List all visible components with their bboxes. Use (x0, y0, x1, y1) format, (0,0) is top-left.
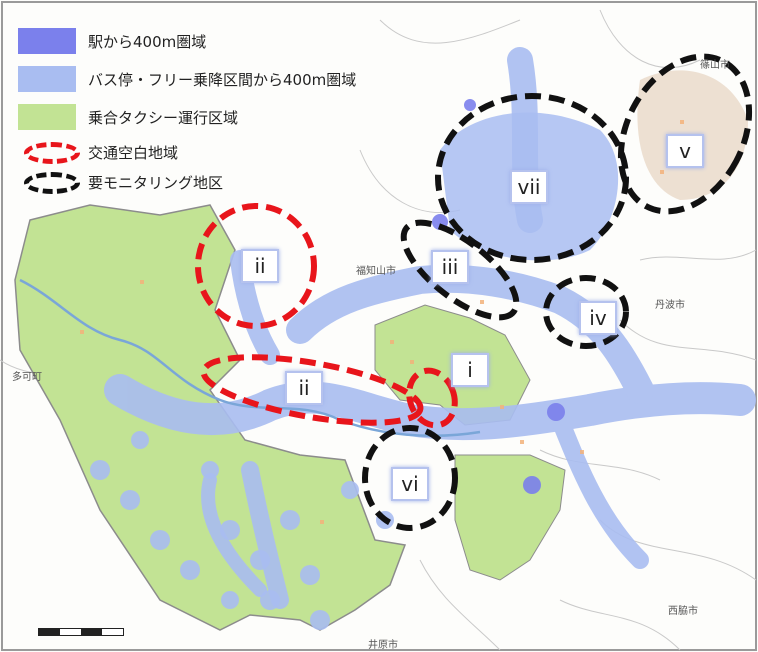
zone-label-iv: iv (579, 301, 617, 335)
legend-label: 要モニタリング地区 (88, 174, 224, 192)
place-label: 西脇市 (668, 606, 698, 617)
zone-label-ii-north: ii (241, 249, 279, 283)
scale-bar (38, 628, 124, 636)
legend-label: 交通空白地域 (88, 144, 179, 162)
place-label: 丹波市 (655, 300, 685, 311)
bus-stop-circles (90, 431, 394, 630)
zone-label-vii: vii (510, 170, 548, 204)
monitor-rings (362, 53, 753, 531)
place-label: 井原市 (368, 640, 398, 651)
zone-label-i: i (451, 353, 489, 387)
zone-label-iii: iii (431, 250, 469, 284)
zone-label-vi: vi (391, 467, 429, 501)
legend-item-monitor: 要モニタリング地区 (14, 168, 344, 198)
legend-item-bus: バス停・フリー乗降区間から400m圏域 (14, 62, 356, 100)
legend-label: 駅から400m圏域 (88, 33, 207, 51)
station-swatch (18, 28, 76, 54)
legend: 駅から400m圏域 バス停・フリー乗降区間から400m圏域 乗合タクシー運行区域… (14, 24, 356, 198)
zone-label-v: v (666, 134, 704, 168)
zone-label-ii-west: ii (285, 371, 323, 405)
legend-item-gap: 交通空白地域 (14, 138, 344, 168)
legend-label: 乗合タクシー運行区域 (88, 109, 239, 127)
place-label: 篠山市 (700, 60, 730, 71)
bus-swatch (18, 66, 76, 92)
legend-label: バス停・フリー乗降区間から400m圏域 (88, 71, 357, 89)
place-label: 多可町 (12, 372, 42, 383)
place-label: 福知山市 (356, 266, 396, 277)
gap-rings (195, 203, 458, 429)
legend-item-taxi: 乗合タクシー運行区域 (14, 100, 344, 138)
legend-item-station: 駅から400m圏域 (14, 24, 344, 62)
black-ring-icon (24, 172, 80, 194)
taxi-swatch (18, 104, 76, 130)
river (19, 278, 481, 438)
red-ring-icon (24, 142, 80, 164)
